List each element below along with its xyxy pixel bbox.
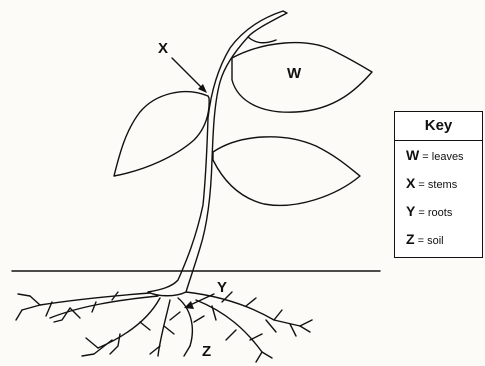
key-row-x: X = stems (395, 169, 482, 197)
key-box: Key W = leaves X = stems Y = roots Z = s… (394, 111, 483, 258)
label-x: X (158, 41, 168, 56)
key-title: Key (395, 112, 482, 141)
key-letter: Z (406, 231, 415, 247)
stem (148, 11, 287, 296)
key-letter: Y (406, 203, 415, 219)
leaf-right (213, 137, 360, 206)
y-arrowhead (184, 301, 194, 309)
key-row-y: Y = roots (395, 197, 482, 225)
leaf-w (232, 43, 372, 113)
label-y: Y (217, 280, 227, 295)
key-text: = roots (418, 207, 452, 219)
leaf-left (114, 92, 209, 176)
roots (16, 292, 312, 362)
key-text: = stems (418, 179, 457, 191)
key-row-w: W = leaves (395, 141, 482, 169)
label-w: W (287, 66, 301, 81)
key-letter: X (406, 175, 415, 191)
key-letter: W (406, 147, 419, 163)
leaf-w-fold (248, 37, 276, 43)
key-row-z: Z = soil (395, 225, 482, 253)
key-text: = soil (418, 235, 444, 247)
x-pointer (172, 58, 204, 90)
key-text: = leaves (422, 151, 463, 163)
label-z: Z (202, 344, 211, 359)
